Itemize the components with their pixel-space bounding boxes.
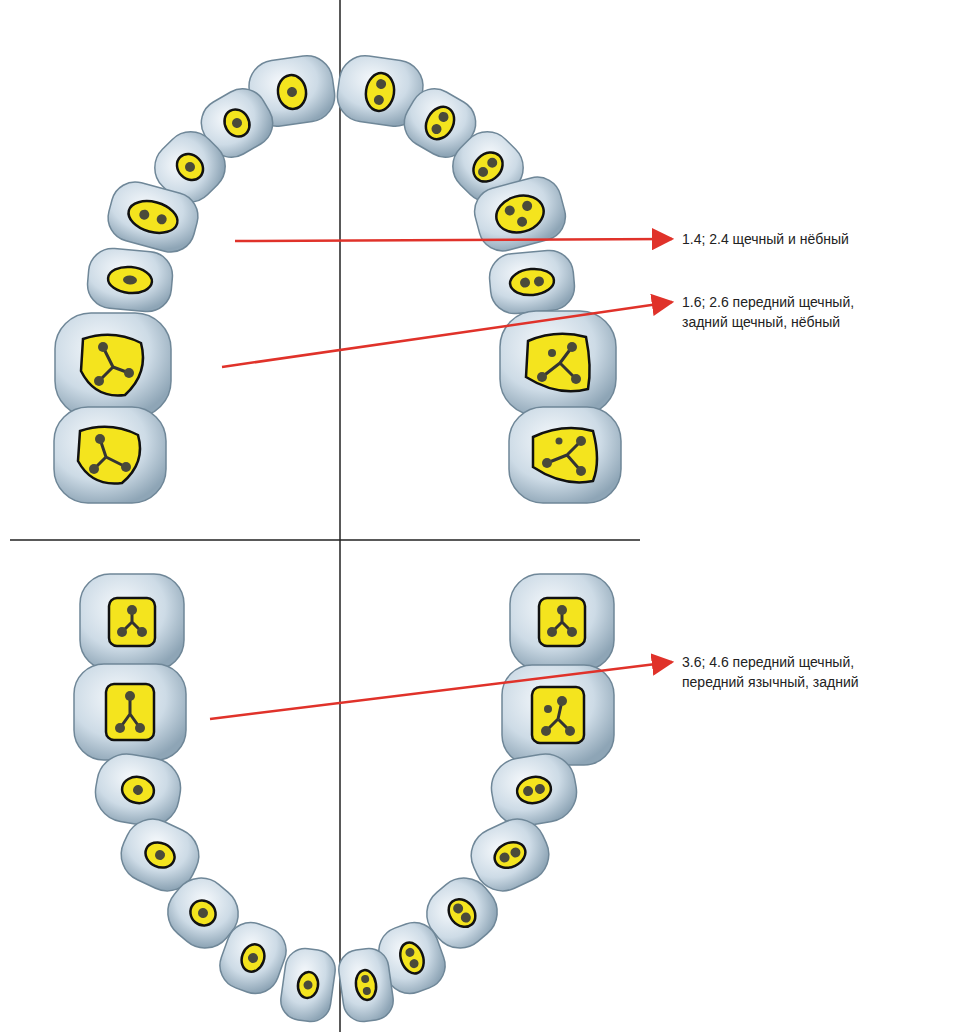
callout-label: 1.4; 2.4 щечный и нёбный: [682, 229, 932, 249]
tooth: [469, 172, 571, 257]
midline: [339, 0, 341, 1032]
occlusal-line: [10, 539, 640, 541]
tooth: [103, 177, 204, 258]
molar-tooth: [500, 311, 616, 415]
callout-label: 3.6; 4.6 передний щечный, передний язычн…: [682, 652, 887, 692]
molar-tooth: [80, 574, 184, 670]
leader-arrow: [222, 302, 672, 367]
tooth: [336, 946, 396, 1024]
tooth: [278, 946, 338, 1024]
tooth: [487, 749, 582, 831]
leader-arrow: [210, 662, 672, 719]
molar-tooth: [509, 407, 621, 503]
callout-label: 1.6; 2.6 передний щечный, задний щечный,…: [682, 292, 887, 332]
tooth: [213, 916, 293, 1000]
tooth: [91, 749, 186, 831]
molar-tooth: [74, 664, 186, 760]
leader-arrow: [235, 239, 672, 241]
molar-tooth: [55, 313, 171, 417]
molar-tooth: [510, 574, 614, 670]
tooth: [488, 248, 577, 315]
molar-tooth: [54, 407, 166, 503]
tooth: [86, 246, 175, 313]
